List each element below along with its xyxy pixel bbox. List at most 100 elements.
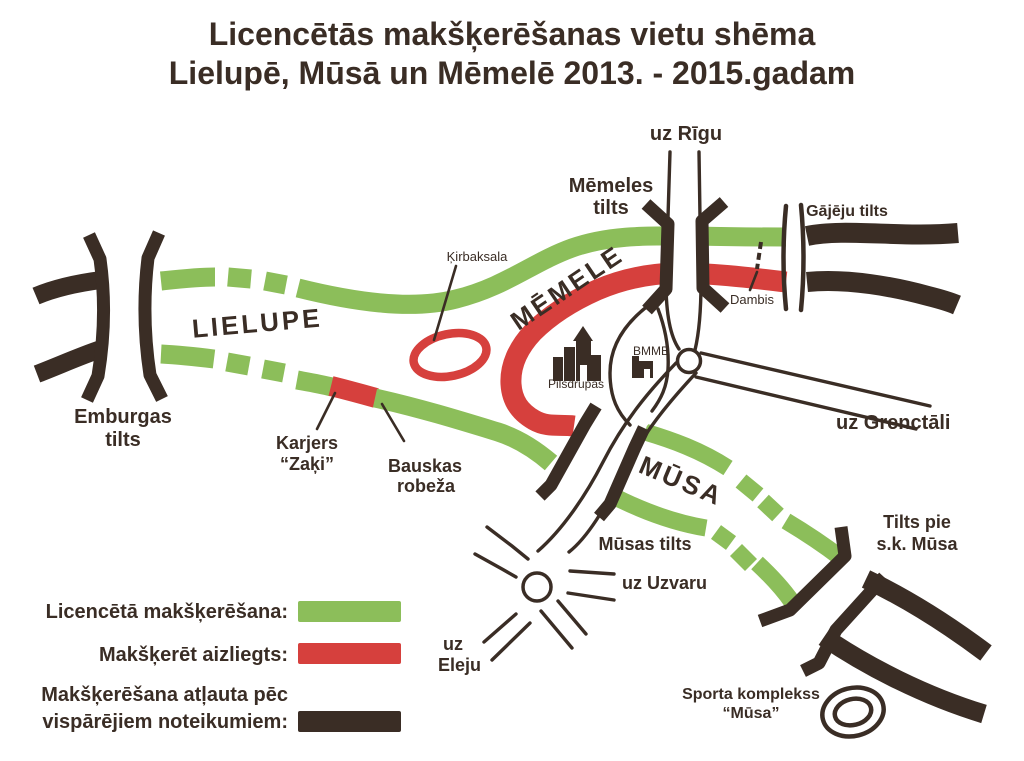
road-casing-riga xyxy=(668,150,704,355)
label-kirbaksala: Ķirbaksala xyxy=(447,249,508,264)
lielupe-memele-licensed-north xyxy=(295,226,787,314)
roundabout-south xyxy=(521,571,553,603)
river-label-lielupe: LIELUPE xyxy=(191,302,324,343)
label-karjers-line1: Karjers xyxy=(276,433,338,453)
legend: Licencētā makšķerēšana: Makšķerēt aizlie… xyxy=(41,601,401,733)
label-emburgas-tilts-line1: Emburgas xyxy=(74,406,172,428)
bridges xyxy=(81,197,889,677)
label-uz-uzvaru: uz Uzvaru xyxy=(622,573,707,593)
label-sporta-komplekss-line2: “Mūsa” xyxy=(723,705,780,722)
roundabout-north xyxy=(675,347,703,375)
road-casing-musa-road xyxy=(541,358,693,568)
label-karjers-line2: “Zaķi” xyxy=(280,454,334,474)
page-title-line2: Lielupē, Mūsā un Mēmelē 2013. - 2015.gad… xyxy=(169,55,855,91)
musa-general-band-south xyxy=(818,629,987,724)
sk-musa-bridge-west xyxy=(757,526,852,628)
licensed-band-dash xyxy=(263,271,288,295)
memeles-bridge-west xyxy=(641,199,675,315)
legend-forbidden-swatch xyxy=(298,643,401,664)
label-uz-grenctali: uz Grenctāli xyxy=(836,412,950,434)
label-emburgas-tilts-line2: tilts xyxy=(105,429,141,451)
label-bauskas-line1: Bauskas xyxy=(388,456,462,476)
label-dambis: Dambis xyxy=(730,292,775,307)
memele-general-band-south xyxy=(806,271,961,315)
label-sporta-komplekss-line1: Sporta komplekss xyxy=(682,686,820,703)
label-gajeju-tilts: Gājēju tilts xyxy=(806,203,888,220)
nw-spoke-edge-b xyxy=(473,552,518,579)
castle-roof xyxy=(573,326,593,341)
musas-bridge-west xyxy=(535,402,602,501)
licensed-band-dash xyxy=(757,494,784,522)
roundabouts xyxy=(521,347,703,603)
leader-line-bauskas xyxy=(380,402,406,443)
label-bauskas-line2: robeža xyxy=(397,476,456,496)
lielupe-licensed-north-a xyxy=(160,267,216,291)
stadium-oval-icon xyxy=(820,685,886,739)
memeles-bridge-east xyxy=(695,197,730,313)
uzvaru-road-edge-south xyxy=(566,591,616,602)
licensed-band-dash xyxy=(710,525,737,550)
emburgas-bridge-west xyxy=(81,232,111,403)
sk-musa-bridge-east xyxy=(800,572,889,677)
legend-general-swatch xyxy=(298,711,401,732)
road-casings xyxy=(477,150,927,656)
castle-ruins-icon xyxy=(553,326,601,381)
label-pilsdrupas: Pilsdrupas xyxy=(548,377,604,391)
musa-licensed-north-a xyxy=(642,423,733,476)
label-uz-eleju-line2: Eleju xyxy=(438,655,481,675)
se-spoke-edge-b xyxy=(539,609,574,650)
musas-bridge-east xyxy=(594,425,650,522)
label-memeles-tilts-line1: Mēmeles xyxy=(569,175,654,197)
label-tilts-sk-musa-line2: s.k. Mūsa xyxy=(876,534,958,554)
castle-door xyxy=(580,365,587,381)
road-casing-uzvaru xyxy=(551,574,615,595)
musa-road-edge-west xyxy=(536,361,678,553)
leader-line-kirbaksala xyxy=(432,264,458,342)
lielupe-licensed-south-c xyxy=(372,388,558,471)
road-casing-eleju xyxy=(481,612,526,656)
lielupe-general-band-north xyxy=(32,271,103,305)
label-bmmb: BMMB xyxy=(633,344,669,358)
castle-tower xyxy=(576,340,591,381)
eleju-road-edge-b xyxy=(490,621,532,662)
musa-licensed-north-b xyxy=(781,513,847,565)
licensed-band-dash xyxy=(729,543,758,572)
lielupe-general-band-south xyxy=(33,340,104,383)
se-spoke-edge-a xyxy=(556,599,588,636)
lielupe-licensed-south-a xyxy=(160,344,216,369)
label-musas-tilts: Mūsas tilts xyxy=(598,534,691,554)
legend-general-label-line2: vispārējiem noteikumiem: xyxy=(42,711,288,733)
legend-licensed-label: Licencētā makšķerēšana: xyxy=(46,601,288,623)
river-bands xyxy=(32,222,992,724)
legend-forbidden-label: Makšķerēt aizliegts: xyxy=(99,644,288,666)
leader-line-dambis xyxy=(748,270,759,292)
grenctali-road-edge-north xyxy=(699,351,932,408)
page-title-line1: Licencētās makšķerēšanas vietu shēma xyxy=(209,16,816,52)
licensed-band-dash xyxy=(225,352,251,376)
bmmb-building-step xyxy=(632,356,639,362)
licensed-band-dash xyxy=(227,267,252,289)
musa-general-band-north xyxy=(861,570,992,661)
karjers-zaki-forbidden-segment xyxy=(328,376,379,408)
legend-licensed-swatch xyxy=(298,601,401,622)
building-icon xyxy=(632,356,653,378)
label-memeles-tilts-line2: tilts xyxy=(593,197,629,219)
leader-line-karjers xyxy=(315,391,337,431)
island-ellipse-icon xyxy=(409,328,491,382)
lielupe-licensed-south-b xyxy=(295,370,335,397)
licensed-band-dash xyxy=(261,359,286,383)
eleju-road-edge-a xyxy=(482,612,518,644)
road-casing-nw-spoke xyxy=(477,535,527,577)
musa-licensed-south-b xyxy=(751,556,799,607)
castle-block xyxy=(591,355,601,381)
road-casing-se-spoke xyxy=(544,599,588,646)
castle-block xyxy=(564,347,575,381)
memele-general-band-north xyxy=(804,222,959,246)
castle-block xyxy=(553,357,563,381)
emburgas-bridge-east xyxy=(138,230,168,402)
stadium-outer-ellipse xyxy=(820,685,886,739)
bmmb-loop-east xyxy=(650,307,670,413)
label-tilts-sk-musa-line1: Tilts pie xyxy=(883,512,951,532)
bmmb-door xyxy=(644,369,650,378)
